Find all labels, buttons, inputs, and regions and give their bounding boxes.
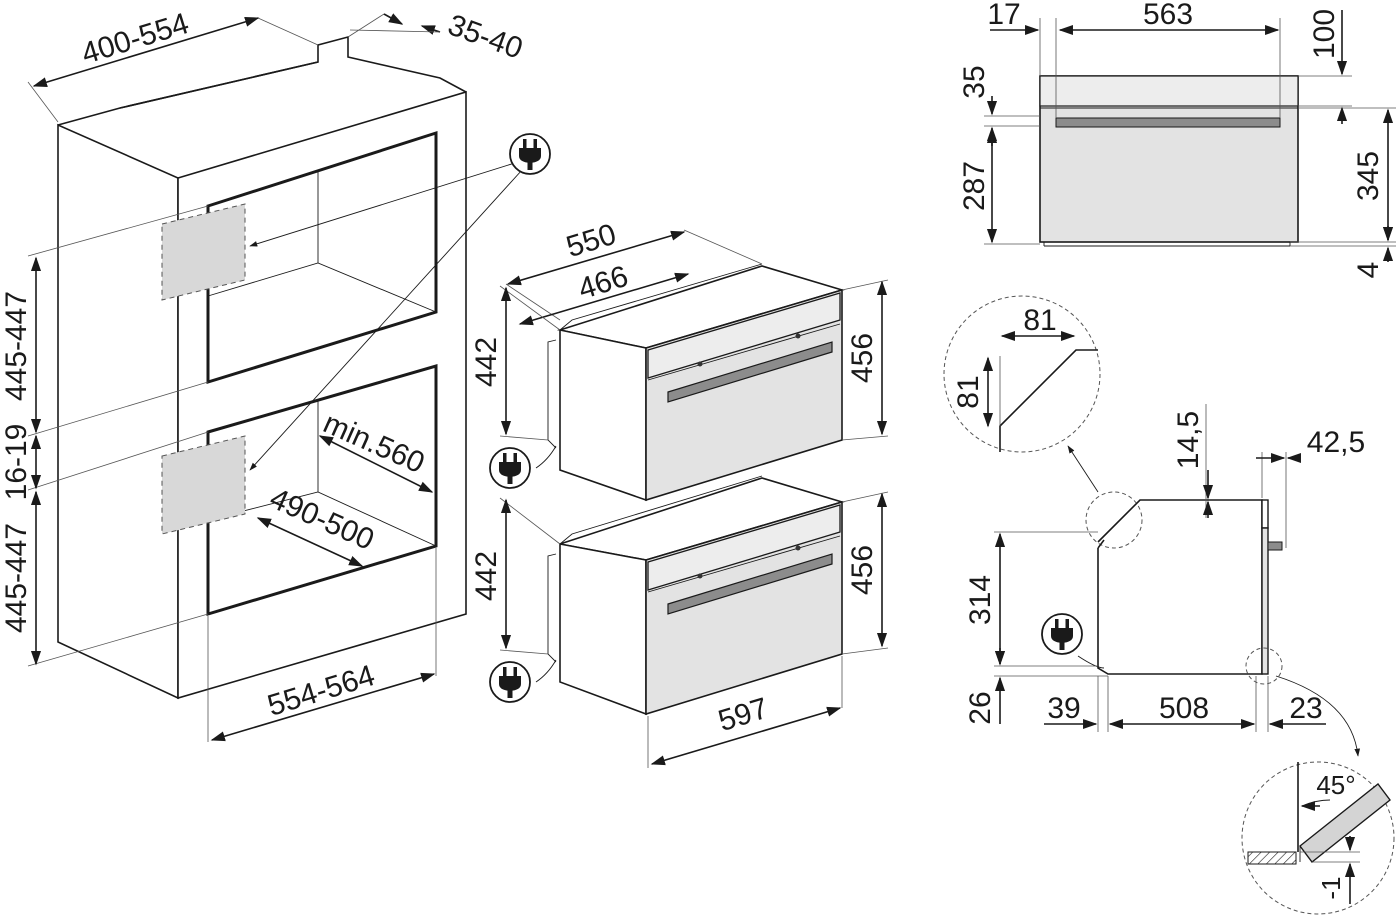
dim-bottom-body-height: 442	[470, 551, 503, 601]
plug-icon	[489, 661, 531, 703]
dim-front-panel: 35	[958, 65, 991, 98]
dim-front-base: 4	[1352, 262, 1385, 279]
dim-total-depth: 550	[562, 218, 620, 264]
dim-side-depth: 508	[1159, 692, 1209, 725]
dim-top-step: 14,5	[1172, 411, 1205, 469]
dim-side-right: 23	[1289, 692, 1322, 725]
cabinet-drawing: 400-554 35-40 445-447 16-19 445-447 min.…	[0, 7, 551, 742]
side-view: 81 81 14,5 42,5 314 26	[943, 295, 1395, 915]
dim-upper-height: 445-447	[0, 291, 33, 401]
dim-offset: -1	[1316, 876, 1346, 899]
dim-bottom-front-height: 456	[846, 545, 879, 595]
dim-handle-depth: 42,5	[1307, 426, 1365, 459]
dim-front-height: 345	[1352, 151, 1385, 201]
oven-isometric: 550 466 442 456 442 456 597	[470, 218, 889, 768]
dim-angle: 45°	[1316, 770, 1355, 800]
front-view: 17 563 100 345 4 35 287	[958, 0, 1396, 278]
dim-body-depth: 466	[574, 260, 632, 306]
plug-icon	[509, 133, 551, 175]
dim-detail-width: 81	[1023, 304, 1056, 337]
dim-detail-height: 81	[952, 375, 985, 408]
dim-top-front-height: 456	[846, 333, 879, 383]
dim-top-depth: 35-40	[444, 8, 527, 65]
plug-icon	[1041, 613, 1083, 655]
dim-front-width-563: 563	[1143, 0, 1193, 31]
plug-icon	[489, 447, 531, 489]
dim-side-height: 314	[964, 575, 997, 625]
dim-front-body: 287	[958, 161, 991, 211]
dim-gap: 16-19	[0, 424, 33, 501]
dim-side-left: 39	[1047, 692, 1080, 725]
dim-front-top: 100	[1308, 9, 1341, 59]
dim-top-width: 400-554	[78, 7, 193, 71]
dim-side-bottom: 26	[964, 691, 997, 724]
dim-front-left-offset: 17	[987, 0, 1020, 31]
dim-top-body-height: 442	[470, 337, 503, 387]
dim-lower-height: 445-447	[0, 523, 33, 633]
